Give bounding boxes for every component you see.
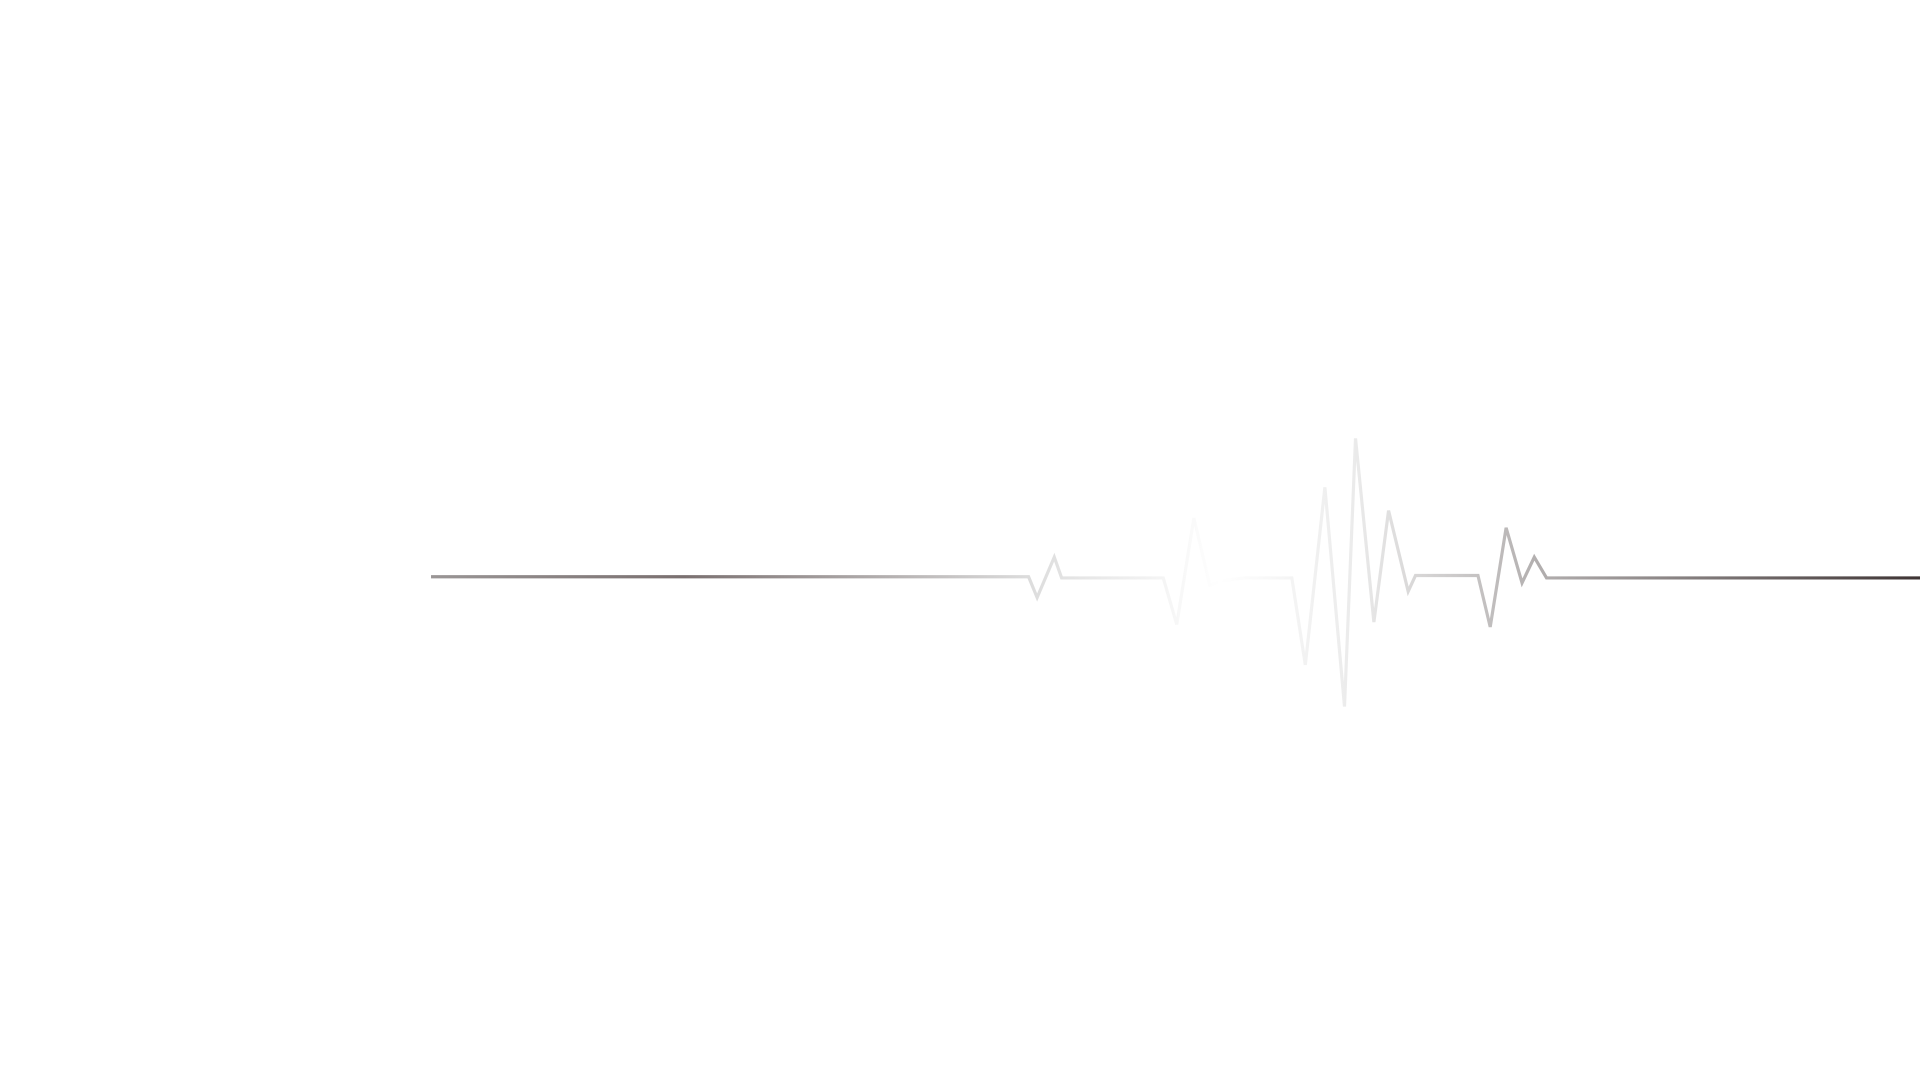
heartbeat-line-icon — [431, 438, 1920, 707]
